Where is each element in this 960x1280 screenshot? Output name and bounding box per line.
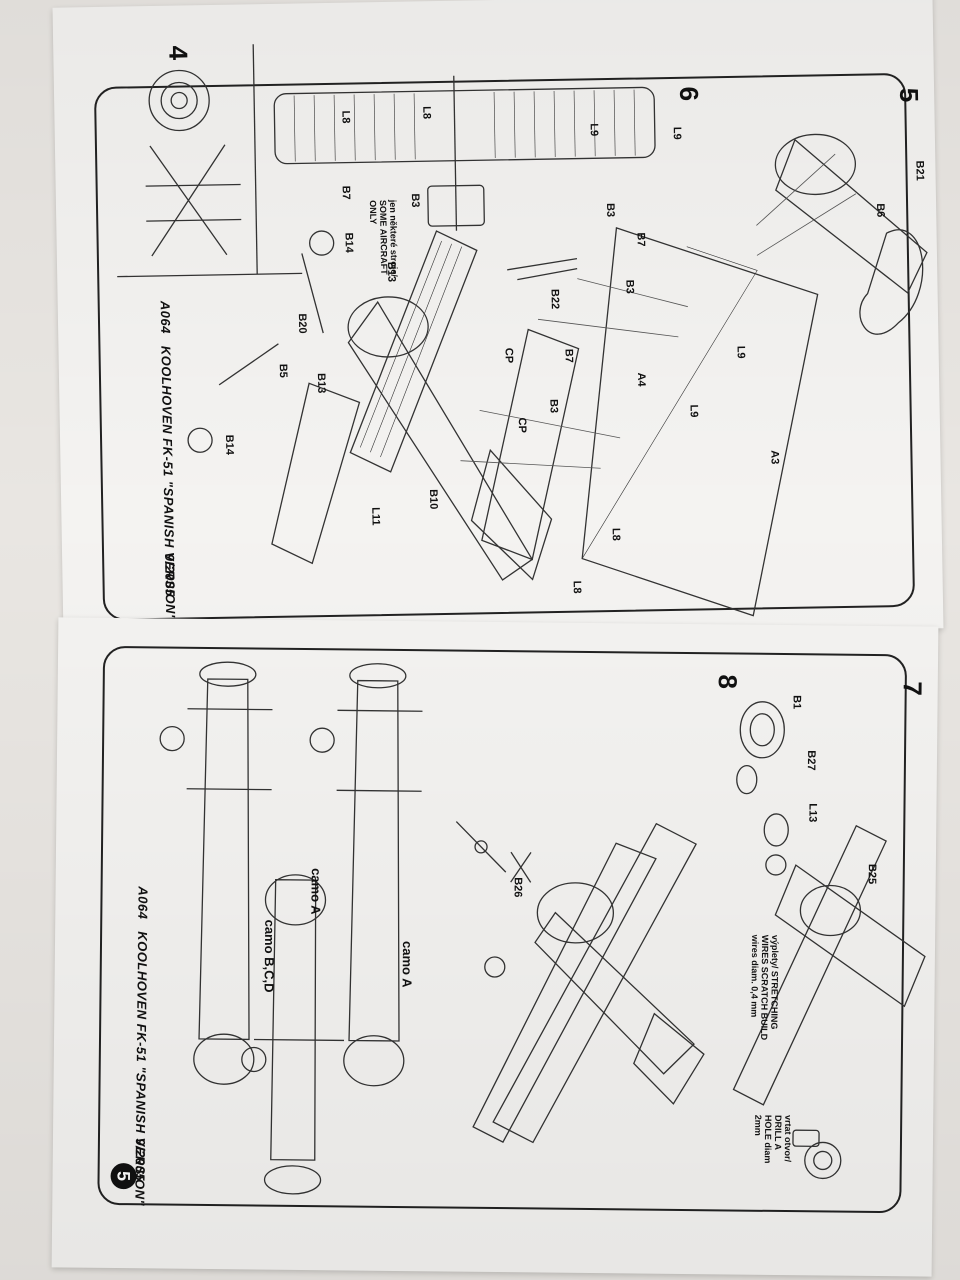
- footer-code: A064: [135, 886, 151, 920]
- part-label: L8: [609, 527, 622, 541]
- part-label: B14: [342, 232, 355, 253]
- part-label: L9: [587, 123, 600, 137]
- part-label: L8: [420, 106, 433, 120]
- part-label: B21: [913, 160, 926, 181]
- assembly-drawing-steps-5-6: [117, 44, 928, 617]
- part-label: B14: [222, 434, 236, 456]
- footer-date: 9/2005: [132, 1138, 148, 1182]
- part-label: B13: [385, 261, 398, 283]
- assembly-drawing-steps-7-8: [159, 661, 926, 1195]
- part-label: B25: [865, 863, 878, 885]
- part-label: L8: [339, 110, 352, 124]
- part-label: B10: [426, 489, 440, 510]
- part-label: B26: [511, 877, 524, 898]
- stretching-wires-note: výplety/ STRETCHING WIRES SCRATCH BUILD …: [749, 934, 781, 1041]
- instruction-page-bottom: 7 8 5 A064 KOOLHOVEN FK-51 "SPANISH VERS…: [51, 617, 939, 1277]
- part-label: L9: [670, 126, 683, 140]
- part-label: B3: [408, 193, 422, 208]
- instruction-page-top: 5 6 4 A064 KOOLHOVEN FK-51 "SPANISH VERS…: [52, 0, 944, 644]
- part-label: L13: [806, 803, 819, 823]
- part-label: B13: [314, 372, 328, 394]
- part-label: B7: [339, 185, 352, 200]
- part-label: B3: [547, 398, 560, 414]
- part-label: B3: [623, 279, 636, 294]
- part-label: B6: [874, 203, 887, 218]
- part-label: B5: [276, 363, 290, 378]
- part-label: B3: [604, 202, 617, 218]
- step-number: 5: [894, 87, 925, 103]
- part-label: L9: [687, 404, 700, 418]
- part-label: B7: [634, 232, 647, 247]
- step-number: 8: [712, 674, 743, 690]
- step-number: 7: [897, 681, 928, 696]
- part-label: A4: [634, 372, 648, 387]
- footer-code: A064: [157, 300, 174, 335]
- part-label: L9: [734, 345, 747, 359]
- camo-label: camo A: [399, 941, 416, 988]
- part-label: CP: [502, 347, 515, 364]
- camo-label: camo B,C,D: [261, 919, 278, 993]
- part-label: A3: [768, 450, 781, 465]
- part-label: B22: [548, 288, 561, 310]
- part-label: CP: [515, 417, 529, 433]
- footer-date: 9/2005: [162, 553, 178, 597]
- drill-hole-note: vrtat otvor/ DRILL A HOLE diam 2mm: [753, 1114, 794, 1164]
- part-label: B1: [790, 695, 803, 710]
- part-label: L11: [369, 507, 382, 526]
- part-label: B7: [562, 348, 575, 363]
- step-number: 4: [163, 45, 194, 61]
- part-label: B20: [295, 313, 309, 334]
- part-label: L8: [570, 580, 583, 594]
- part-label: B27: [804, 750, 818, 771]
- step-number: 6: [673, 86, 705, 102]
- camo-label: camo A: [308, 868, 324, 915]
